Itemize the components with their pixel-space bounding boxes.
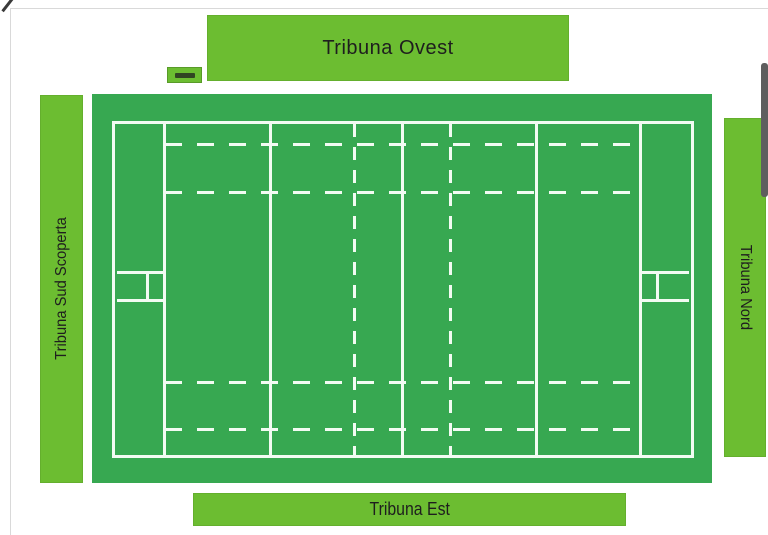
twenty-two-metre-line-left [269,124,272,455]
stand-tribuna-ovest-label: Tribuna Ovest [322,36,454,59]
goal-post-mark-right-bottom [641,299,689,302]
illegible-text-mark [174,72,195,78]
goal-post-mark-left-bar [146,271,149,302]
goal-post-mark-right-top [641,271,689,274]
stand-tribuna-est[interactable]: Tribuna Est [193,493,626,526]
field-area [92,94,712,483]
stand-tribuna-sud-scoperta-label: Tribuna Sud Scoperta [52,217,70,361]
five-metre-dash-line-top [165,143,641,146]
stand-tribuna-sud-scoperta[interactable]: Tribuna Sud Scoperta [40,95,83,483]
five-metre-dash-line-bottom [165,428,641,431]
fifteen-metre-dash-line-bottom [165,381,641,384]
goal-post-mark-left-top [117,271,165,274]
small-sector-badge[interactable] [167,67,202,83]
pitch-outline [112,121,694,458]
vertical-scrollbar-thumb[interactable] [761,63,768,197]
goal-post-mark-right-bar [656,271,659,302]
page-border-left [10,8,11,535]
goal-line-left [163,124,166,455]
twenty-two-metre-line-right [535,124,538,455]
ten-metre-line-left [353,124,356,455]
page-border-top [10,8,768,9]
halfway-line [401,124,404,455]
goal-post-mark-left-bottom [117,299,165,302]
stand-tribuna-est-label: Tribuna Est [369,499,450,519]
stand-tribuna-nord-label: Tribuna Nord [737,244,754,331]
stand-tribuna-ovest[interactable]: Tribuna Ovest [207,15,569,81]
stand-tribuna-nord[interactable]: Tribuna Nord [724,118,766,457]
fifteen-metre-dash-line-top [165,191,641,194]
goal-line-right [639,124,642,455]
ten-metre-line-right [449,124,452,455]
corner-artifact [1,0,14,13]
